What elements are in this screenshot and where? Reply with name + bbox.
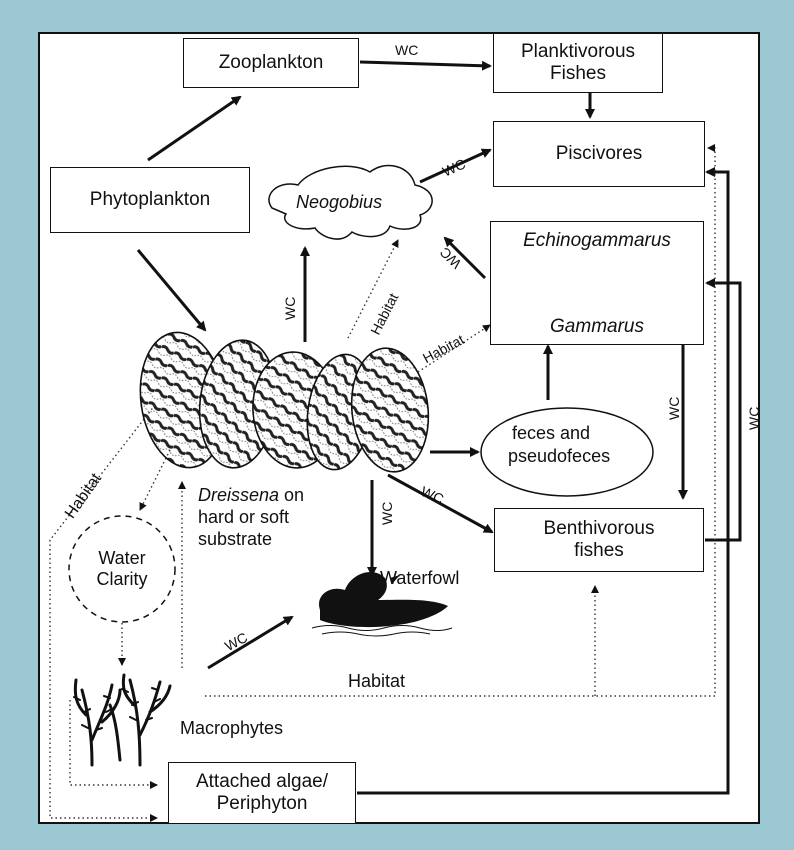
wc-label-gammarus-benthivorous: WC xyxy=(666,397,682,420)
benthivorous-fishes-box: Benthivorous fishes xyxy=(494,508,704,572)
echinogammarus-label: Echinogammarus xyxy=(491,230,703,252)
planktivorous-fishes-box: Planktivorous Fishes xyxy=(493,33,663,93)
arrow-phyto-zoo xyxy=(148,97,240,160)
wc-label-zoo-planktivorous: WC xyxy=(395,42,418,58)
dreissena-mussel-cluster-icon xyxy=(132,327,434,476)
habitat-label-bottom: Habitat xyxy=(348,671,405,692)
dreissena-label-3: substrate xyxy=(198,529,272,550)
piscivores-label: Piscivores xyxy=(556,143,643,165)
dreissena-italic: Dreissena xyxy=(198,485,279,505)
attached-algae-label-1: Attached algae/ xyxy=(196,771,328,793)
phytoplankton-label: Phytoplankton xyxy=(90,189,210,211)
dreissena-on: on xyxy=(279,485,304,505)
feces-label-1: feces and xyxy=(512,423,590,444)
wc-label-dreissena-waterfowl: WC xyxy=(379,502,395,525)
dotted-dreissena-waterclarity xyxy=(140,450,170,510)
piscivores-box: Piscivores xyxy=(493,121,705,187)
wc-label-dreissena-neogobius: WC xyxy=(282,297,298,320)
feces-label-2: pseudofeces xyxy=(508,446,610,467)
benthivorous-fishes-label: Benthivorous fishes xyxy=(524,518,674,562)
water-clarity-label: Water Clarity xyxy=(86,548,158,589)
neogobius-label: Neogobius xyxy=(296,192,382,213)
dreissena-label-2: hard or soft xyxy=(198,507,289,528)
arrow-zoo-planktivorous xyxy=(360,62,490,66)
amphipod-box: Echinogammarus Gammarus xyxy=(490,221,704,345)
phytoplankton-box: Phytoplankton xyxy=(50,167,250,233)
planktivorous-fishes-label: Planktivorous Fishes xyxy=(513,41,643,85)
dreissena-label: Dreissena on xyxy=(198,485,304,506)
attached-algae-label-2: Periphyton xyxy=(217,793,308,815)
waterfowl-label: Waterfowl xyxy=(380,568,459,589)
macrophyte-plant-icon xyxy=(74,675,170,765)
arrow-benthivorous-echino xyxy=(705,283,740,540)
zooplankton-box: Zooplankton xyxy=(183,38,359,88)
wc-label-benthivorous-echino: WC xyxy=(746,407,762,430)
arrow-phyto-dreissena xyxy=(138,250,205,330)
attached-algae-box: Attached algae/ Periphyton xyxy=(168,762,356,824)
zooplankton-label: Zooplankton xyxy=(219,52,324,74)
gammarus-label: Gammarus xyxy=(491,316,703,338)
macrophytes-label: Macrophytes xyxy=(180,718,283,739)
